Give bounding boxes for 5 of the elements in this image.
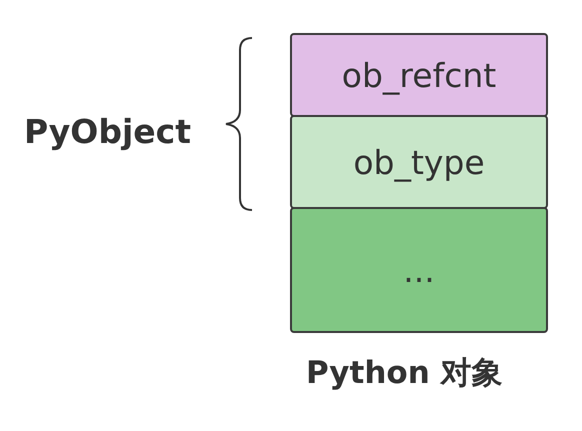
field-box: ob_type [290, 115, 548, 209]
field-box: ob_refcnt [290, 33, 548, 117]
field-box: ... [290, 207, 548, 333]
bracket-label: PyObject [24, 112, 192, 151]
caption-text: Python 对象 [306, 354, 503, 393]
